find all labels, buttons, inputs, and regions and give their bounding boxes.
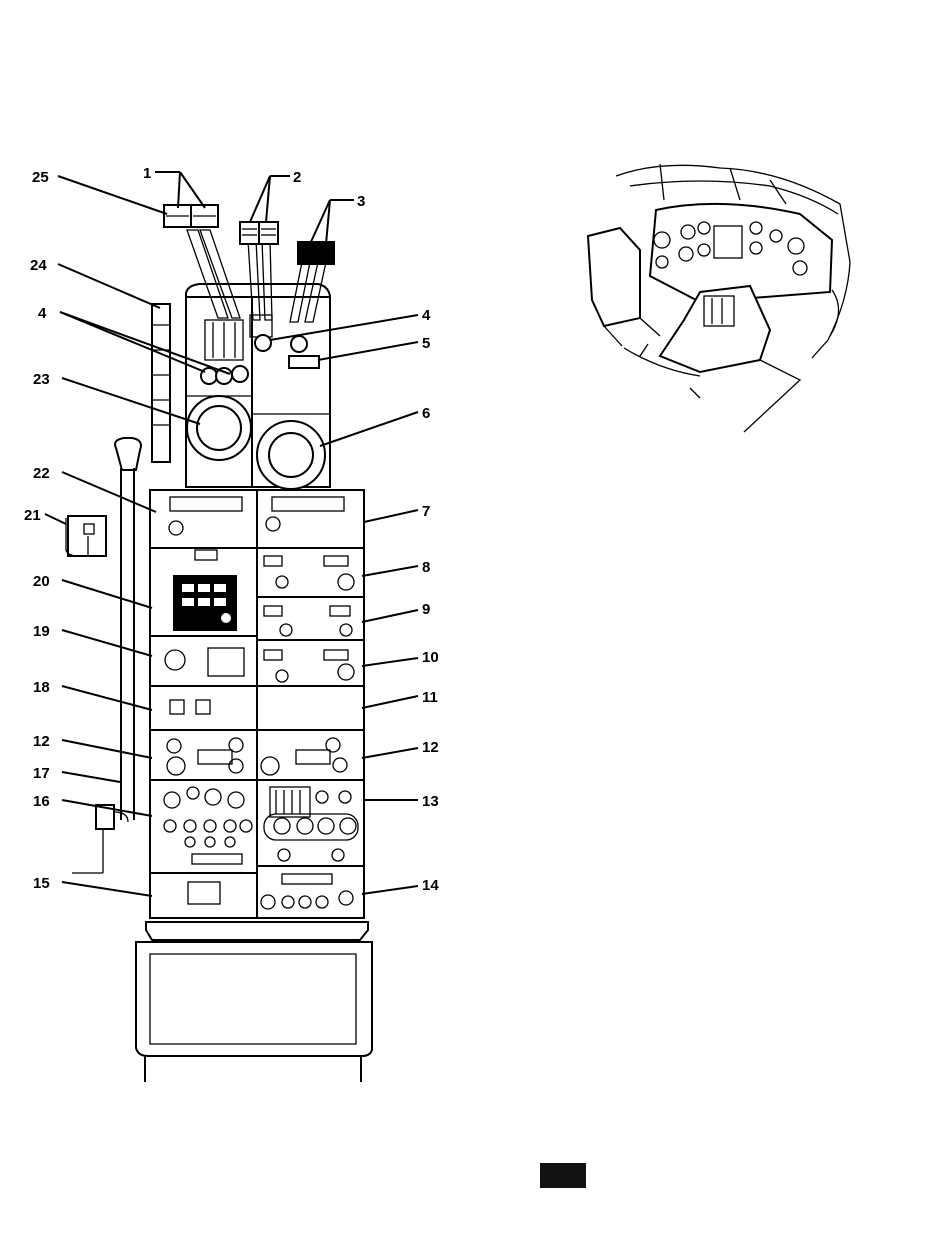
callout-25: 25 — [32, 169, 49, 186]
callout-4-right: 4 — [422, 307, 431, 324]
callout-16: 16 — [33, 793, 50, 810]
callout-17: 17 — [33, 765, 50, 782]
callout-7: 7 — [422, 503, 430, 520]
callout-14: 14 — [422, 877, 439, 894]
callout-23: 23 — [33, 371, 50, 388]
jack-box — [66, 516, 106, 556]
callout-13: 13 — [422, 793, 439, 810]
page-number-badge — [540, 1163, 586, 1188]
callout-12-left: 12 — [33, 733, 50, 750]
callout-11: 11 — [422, 689, 438, 706]
callout-22: 22 — [33, 465, 50, 482]
callout-24: 24 — [30, 257, 47, 274]
callout-19: 19 — [33, 623, 50, 640]
callout-2: 2 — [293, 169, 301, 186]
callout-9: 9 — [422, 601, 430, 618]
side-strip — [152, 304, 170, 462]
callout-18: 18 — [33, 679, 50, 696]
cockpit-locator-sketch — [588, 164, 850, 432]
callout-21: 21 — [24, 507, 41, 524]
callout-3: 3 — [357, 193, 365, 210]
callout-12-right: 12 — [422, 739, 439, 756]
callout-20: 20 — [33, 573, 50, 590]
callout-8: 8 — [422, 559, 430, 576]
callout-15: 15 — [33, 875, 50, 892]
callout-10: 10 — [422, 649, 439, 666]
callout-6: 6 — [422, 405, 430, 422]
callout-4-left: 4 — [38, 305, 47, 322]
callout-5: 5 — [422, 335, 430, 352]
center-console — [164, 205, 334, 489]
callout-1: 1 — [143, 165, 151, 182]
pedestal-rack — [136, 490, 372, 1082]
